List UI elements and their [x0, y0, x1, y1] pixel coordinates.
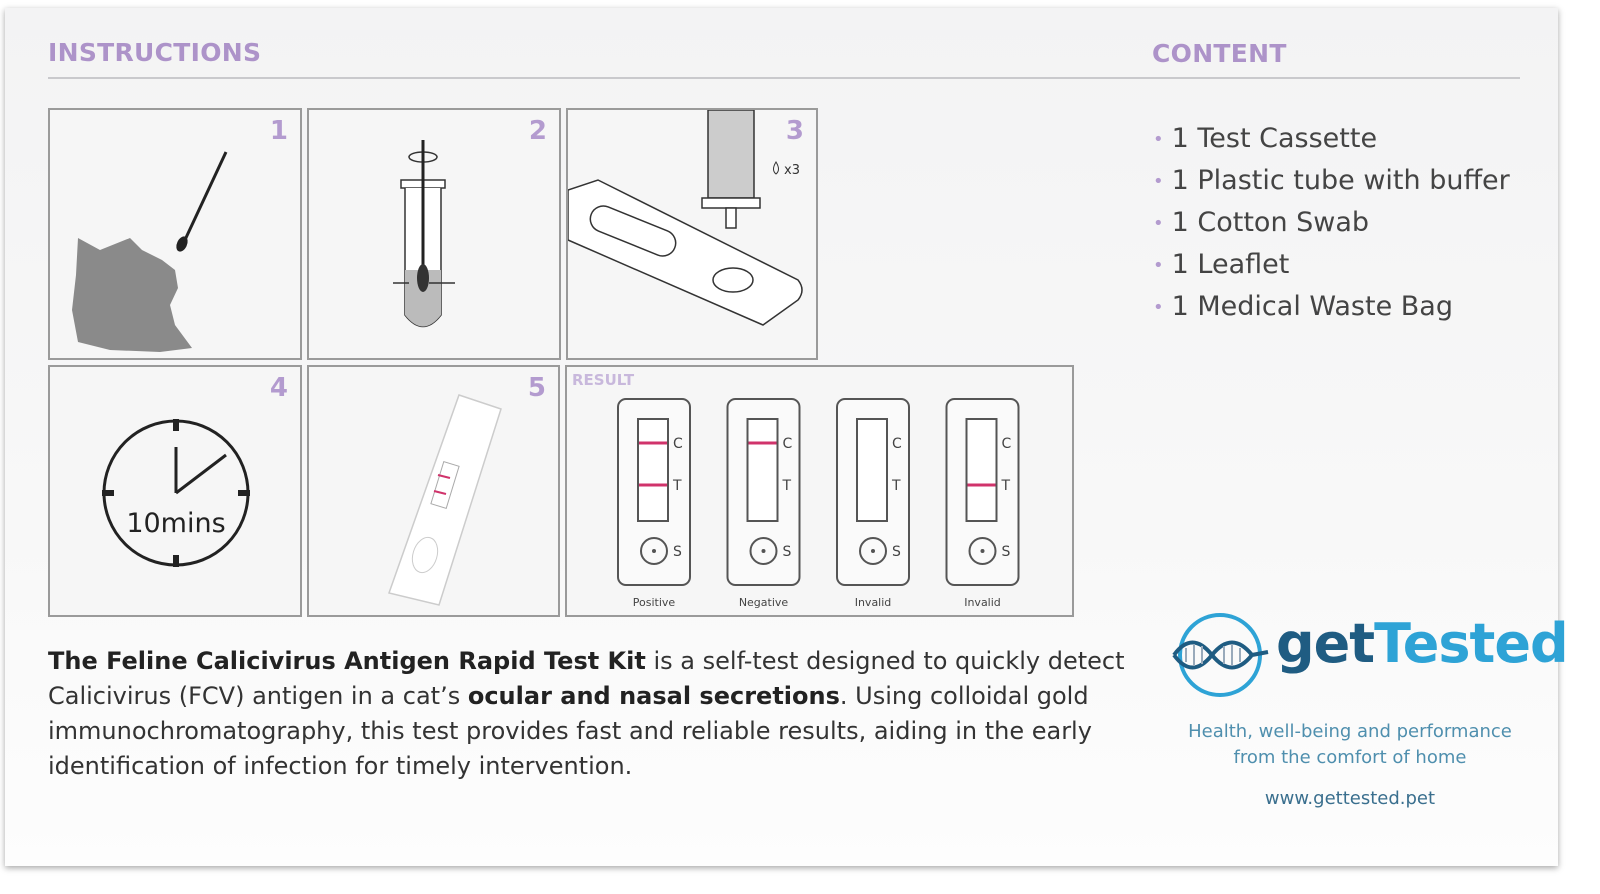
instructions-header: INSTRUCTIONS: [48, 38, 262, 67]
step-number: 3: [785, 116, 804, 146]
tube-swab-illustration: [393, 140, 455, 328]
content-item: •1 Medical Waste Bag: [1153, 291, 1453, 322]
sample-well: [968, 537, 997, 565]
test-label: T: [1001, 478, 1011, 494]
sample-label: S: [783, 544, 792, 560]
control-label: C: [892, 436, 902, 452]
step-4-panel: 10mins 4: [48, 365, 302, 617]
content-list: •1 Test Cassette •1 Plastic tube with bu…: [1153, 118, 1510, 328]
content-item: •1 Plastic tube with buffer: [1153, 165, 1510, 196]
cassette-result-label: Invalid: [855, 596, 892, 609]
content-item: •1 Test Cassette: [1153, 123, 1378, 154]
control-label: C: [1002, 436, 1012, 452]
test-label: T: [891, 478, 901, 494]
timer-label: 10mins: [126, 508, 225, 539]
result-cassettes: C T S Positive C T S Negative C T S Invalid C T S Inval…: [617, 398, 1020, 609]
sample-well: [859, 537, 887, 565]
control-label: C: [673, 436, 683, 452]
sample-well-dot: [871, 549, 875, 553]
sample-well: [640, 537, 668, 565]
test-label: T: [672, 478, 682, 494]
result-window: [637, 418, 669, 522]
test-label: T: [782, 478, 792, 494]
result-title: RESULT: [572, 371, 635, 389]
cassette-result-label: Positive: [633, 596, 676, 609]
content-item: •1 Leaflet: [1153, 249, 1290, 280]
product-name: The Feline Calicivirus Antigen Rapid Tes…: [48, 647, 646, 675]
step-1-panel: 1: [48, 108, 302, 360]
brand-website[interactable]: www.gettested.pet: [1264, 788, 1436, 809]
step-3-panel: x3 3: [566, 108, 818, 360]
control-label: C: [783, 436, 793, 452]
step-2-panel: 2: [307, 108, 561, 360]
cat-swab-illustration: [72, 151, 228, 352]
sample-well-dot: [652, 549, 656, 553]
cassette-drop-illustration: x3: [568, 110, 803, 326]
clock-icon: 10mins: [102, 419, 250, 567]
drops-count: x3: [784, 163, 800, 178]
sample-label: S: [892, 544, 901, 560]
step-number: 1: [269, 116, 288, 146]
sample-label: S: [1002, 544, 1011, 560]
product-description: The Feline Calicivirus Antigen Rapid Tes…: [48, 647, 1125, 780]
cassette-result-label: Negative: [739, 596, 789, 609]
brand-name: getTested: [1276, 612, 1569, 675]
result-window: [965, 418, 998, 522]
step-number: 4: [269, 373, 288, 403]
sample-well-dot: [761, 549, 766, 553]
header-divider: [48, 77, 1520, 79]
content-header: CONTENT: [1152, 39, 1287, 68]
content-item: •1 Cotton Swab: [1153, 207, 1370, 238]
result-window: [856, 418, 888, 522]
sample-well: [749, 537, 778, 565]
result-window: [746, 418, 779, 522]
cassette-result-illustration: [388, 394, 502, 606]
step-number: 2: [528, 116, 547, 146]
sample-well-dot: [980, 549, 985, 553]
sample-label: S: [673, 544, 682, 560]
cassette-result-label: Invalid: [964, 596, 1001, 609]
step-5-panel: 5: [307, 365, 560, 617]
step-number: 5: [527, 373, 546, 403]
dna-logo-icon: [1172, 613, 1269, 697]
